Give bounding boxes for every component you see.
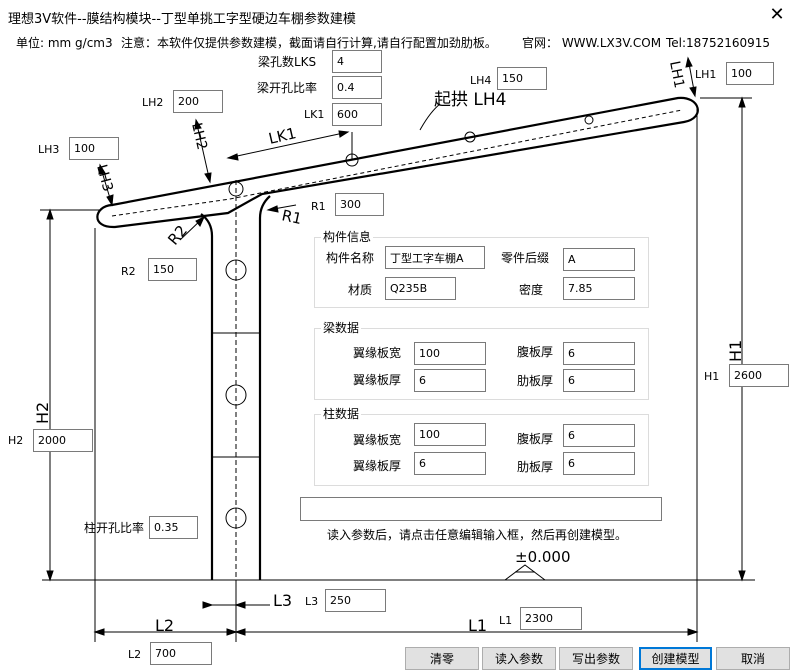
component-group: [314, 237, 649, 308]
close-icon[interactable]: ✕: [769, 4, 785, 25]
h1-input[interactable]: [729, 364, 789, 387]
lh1-label: LH1: [695, 68, 717, 81]
column-flange-thick-input[interactable]: [414, 452, 486, 475]
h2-dim-label: H2: [33, 402, 52, 424]
lh2-dim-label: LH2: [188, 121, 210, 151]
h2-label: H2: [8, 434, 24, 447]
l2-label: L2: [128, 648, 142, 661]
lh2-input[interactable]: [173, 90, 223, 113]
qigong-label: 起拱 LH4: [434, 90, 506, 110]
col-hole-ratio-input[interactable]: [149, 516, 198, 539]
lh2-label: LH2: [142, 96, 164, 109]
component-name-input[interactable]: [385, 246, 485, 269]
instruction-hint: 读入参数后，请点击任意编辑输入框，然后再创建模型。: [327, 528, 628, 542]
lks-label: 梁孔数LKS: [258, 55, 317, 69]
column-group-title: 柱数据: [321, 407, 362, 421]
r1-input[interactable]: [335, 193, 384, 216]
beam-rib-thick-label: 肋板厚: [517, 374, 554, 388]
write-params-button[interactable]: 写出参数: [559, 647, 633, 670]
h1-dim-label: H1: [726, 340, 745, 362]
lh4-input[interactable]: [497, 67, 547, 90]
component-name-label: 构件名称: [326, 251, 375, 265]
lh3-dim-label: LH3: [93, 163, 116, 193]
clear-button[interactable]: 清零: [405, 647, 479, 670]
beam-hole-ratio-label: 梁开孔比率: [257, 81, 318, 95]
component-suffix-input[interactable]: [563, 248, 635, 271]
status-field[interactable]: [300, 497, 662, 521]
material-input[interactable]: [385, 277, 456, 300]
l1-dim-label: L1: [468, 616, 487, 635]
beam-flange-thick-label: 翼缘板厚: [353, 373, 402, 387]
column-flange-thick-label: 翼缘板厚: [353, 459, 402, 473]
l2-dim-label: L2: [155, 616, 174, 635]
l1-input[interactable]: [520, 607, 582, 630]
h2-input[interactable]: [33, 429, 93, 452]
density-label: 密度: [519, 283, 544, 297]
column-flange-width-label: 翼缘板宽: [353, 433, 402, 447]
r1-label: R1: [311, 200, 326, 213]
material-label: 材质: [348, 283, 373, 297]
lk1-dim-label: LK1: [267, 124, 298, 148]
title-bar: [0, 0, 795, 32]
r2-input[interactable]: [148, 258, 197, 281]
lh4-label: LH4: [470, 74, 492, 87]
r2-label: R2: [121, 265, 136, 278]
beam-group-title: 梁数据: [321, 321, 362, 335]
read-params-button[interactable]: 读入参数: [482, 647, 556, 670]
column-flange-width-input[interactable]: [414, 423, 486, 446]
units-label: 单位: mm g/cm3: [16, 36, 113, 50]
col-hole-ratio-label: 柱开孔比率: [84, 521, 145, 535]
r2-dim-label: R2: [164, 222, 191, 249]
website-label: 官网： WWW.LX3V.COM: [522, 36, 662, 50]
beam-web-thick-input[interactable]: [563, 342, 635, 365]
r1-dim-label: R1: [280, 206, 303, 228]
tel-label: Tel:18752160915: [666, 36, 771, 50]
density-input[interactable]: [563, 277, 635, 300]
elevation-label: ±0.000: [515, 548, 571, 566]
create-model-button[interactable]: 创建模型: [639, 647, 712, 670]
column-group: [314, 414, 649, 486]
lh3-label: LH3: [38, 143, 60, 156]
l3-input[interactable]: [325, 589, 386, 612]
beam-flange-thick-input[interactable]: [414, 369, 486, 392]
beam-hole-ratio-input[interactable]: [332, 76, 382, 99]
lk1-label: LK1: [304, 108, 325, 121]
beam-web-thick-label: 腹板厚: [517, 345, 554, 359]
l2-input[interactable]: [150, 642, 212, 665]
lh1-input[interactable]: [726, 62, 774, 85]
window-title: 理想3V软件--膜结构模块--丁型单挑工字型硬边车棚参数建模: [8, 12, 356, 27]
column-rib-thick-input[interactable]: [563, 452, 635, 475]
lh1-dim-label: LH1: [666, 60, 687, 90]
beam-flange-width-input[interactable]: [414, 342, 486, 365]
h1-label: H1: [704, 370, 720, 383]
note-label: 注意：本软件仅提供参数建模，截面请自行计算,请自行配置加劲肋板。: [121, 36, 497, 50]
column-rib-thick-label: 肋板厚: [517, 460, 554, 474]
l1-label: L1: [499, 614, 513, 627]
beam-flange-width-label: 翼缘板宽: [353, 346, 402, 360]
lk1-input[interactable]: [332, 103, 382, 126]
column-web-thick-label: 腹板厚: [517, 432, 554, 446]
l3-label: L3: [305, 595, 319, 608]
component-group-title: 构件信息: [321, 230, 374, 244]
lks-input[interactable]: [332, 50, 382, 73]
cancel-button[interactable]: 取消: [716, 647, 790, 670]
component-suffix-label: 零件后缀: [501, 251, 550, 265]
beam-group: [314, 328, 649, 400]
lh3-input[interactable]: [69, 137, 119, 160]
column-web-thick-input[interactable]: [563, 424, 635, 447]
beam-rib-thick-input[interactable]: [563, 369, 635, 392]
l3-dim-label: L3: [273, 591, 292, 610]
